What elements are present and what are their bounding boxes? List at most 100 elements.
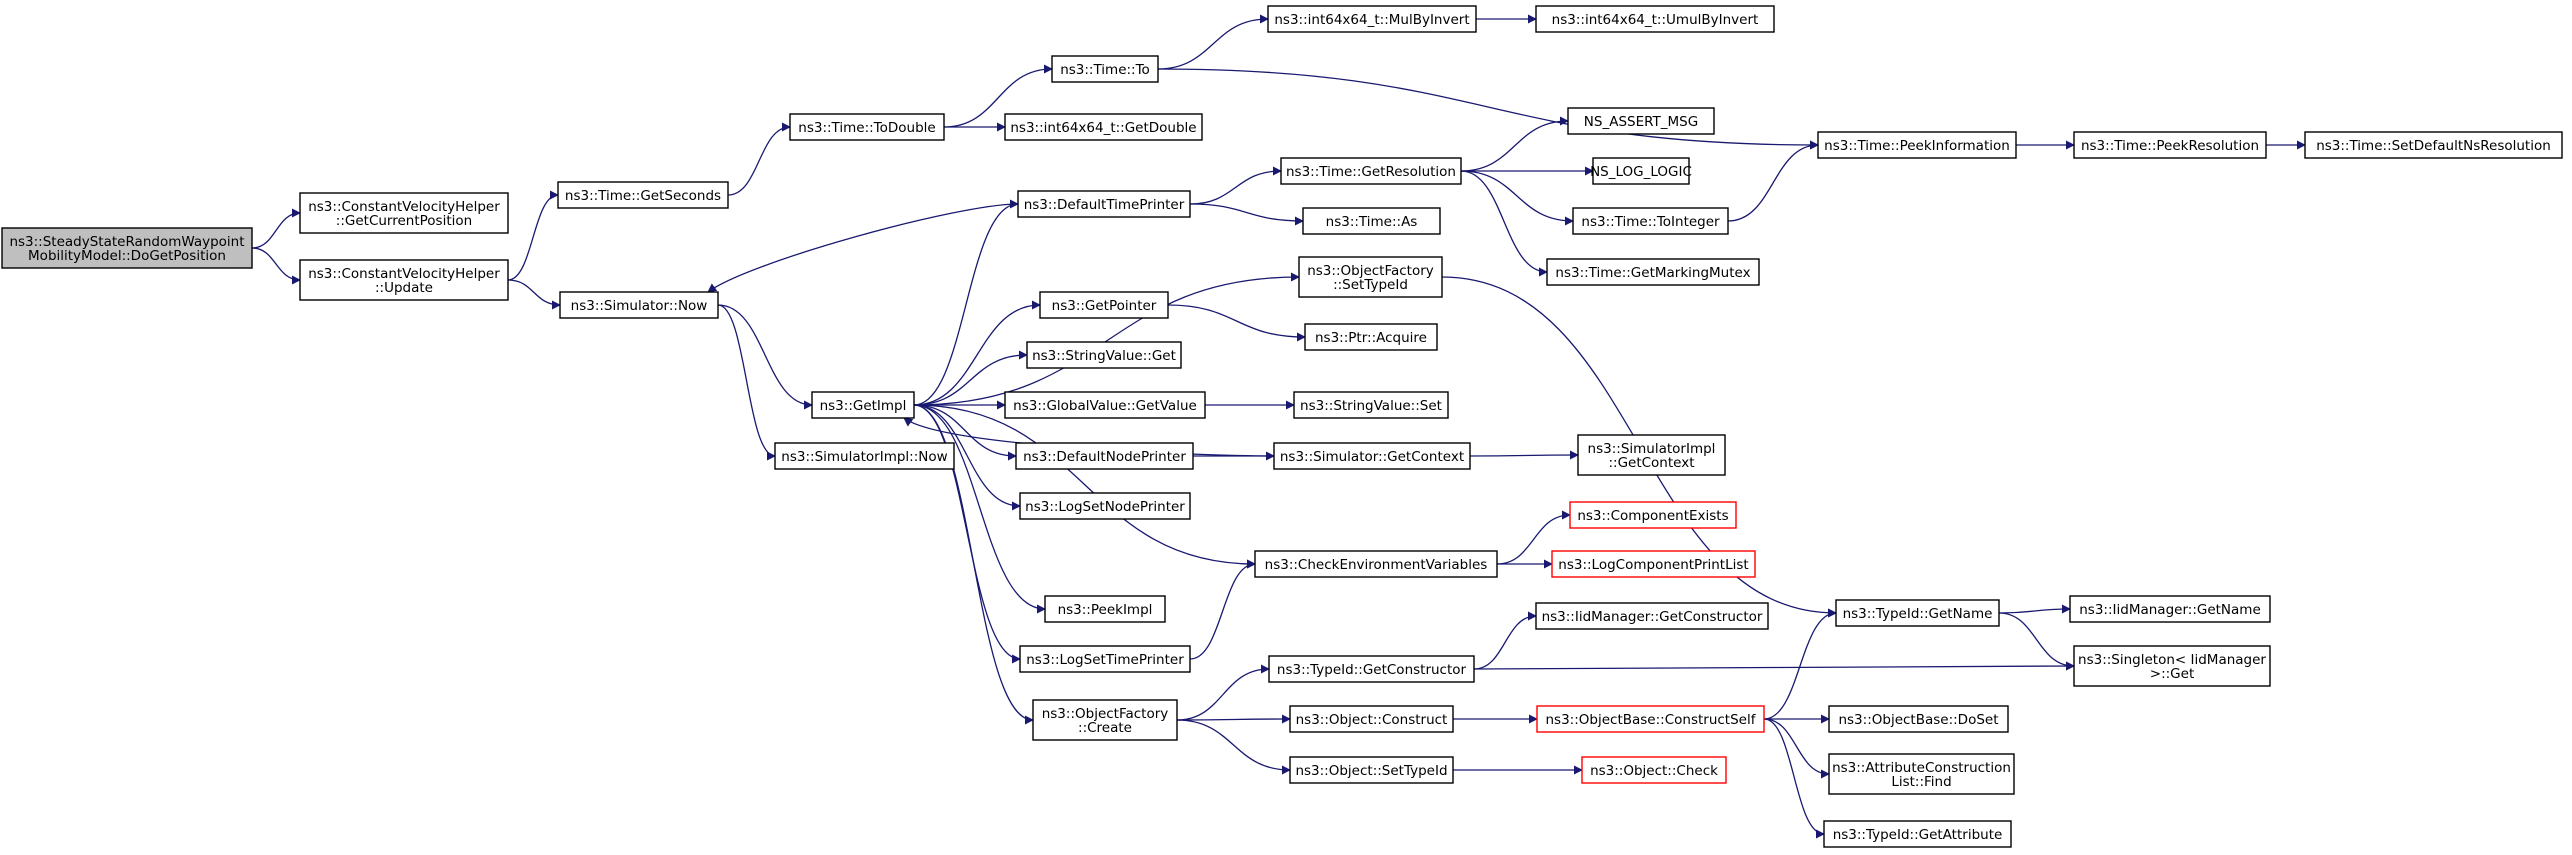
node-box [2073,131,2267,159]
node-logsettimeprinter[interactable]: ns3::LogSetTimePrinter [1019,645,1191,673]
node-label: ns3::Time::PeekInformation [1824,138,2010,154]
node-box [1551,550,1756,578]
node-sim-getcontext[interactable]: ns3::Simulator::GetContext [1273,442,1471,470]
node-label: ns3::TypeId::GetConstructor [1277,662,1467,678]
edge-objbase-constructself-to-attrconstr-find [1763,718,1830,779]
node-default-node-printer[interactable]: ns3::DefaultNodePrinter [1015,442,1194,470]
node-label: MobilityModel::DoGetPosition [28,248,226,264]
node-box [2069,595,2271,623]
node-iidmgr-getname[interactable]: ns3::IidManager::GetName [2069,595,2271,623]
node-box [1567,107,1715,135]
node-root[interactable]: ns3::SteadyStateRandomWaypointMobilityMo… [1,227,253,269]
node-time-getres[interactable]: ns3::Time::GetResolution [1280,157,1462,185]
node-label: >::Get [2150,666,2194,682]
node-ns-log-logic[interactable]: NS_LOG_LOGIC [1590,157,1692,185]
node-time-peekinfo[interactable]: ns3::Time::PeekInformation [1817,131,2017,159]
node-label: ns3::DefaultNodePrinter [1023,449,1186,465]
node-box [1032,699,1178,741]
node-label: ::SetTypeId [1333,277,1408,293]
node-cvh-gcp[interactable]: ns3::ConstantVelocityHelper::GetCurrentP… [299,192,509,234]
node-label: ns3::IidManager::GetName [2079,602,2261,618]
node-objbase-constructself[interactable]: ns3::ObjectBase::ConstructSelf [1536,705,1765,733]
node-logcomp-printlist[interactable]: ns3::LogComponentPrintList [1551,550,1756,578]
node-i64-getdouble[interactable]: ns3::int64x64_t::GetDouble [1004,113,1203,141]
node-check-env[interactable]: ns3::CheckEnvironmentVariables [1254,550,1498,578]
node-label: ns3::PeekImpl [1058,602,1153,618]
node-box [1051,55,1159,83]
node-label: NS_ASSERT_MSG [1584,114,1698,130]
edge-objfactory-create-to-typeid-getctor [1176,664,1270,721]
node-time-peekres[interactable]: ns3::Time::PeekResolution [2073,131,2267,159]
node-box [1044,595,1166,623]
node-object-check[interactable]: ns3::Object::Check [1581,756,1727,784]
node-label: ns3::GetPointer [1052,298,1157,314]
node-label: ns3::Time::ToDouble [798,120,935,136]
edge-default-time-printer-to-time-getres [1189,166,1282,205]
node-label: ns3::ObjectFactory [1307,263,1434,279]
node-peekimpl[interactable]: ns3::PeekImpl [1044,595,1166,623]
node-box [1546,258,1760,286]
node-getpointer[interactable]: ns3::GetPointer [1039,291,1169,319]
node-singleton-get[interactable]: ns3::Singleton< IidManager>::Get [2073,645,2271,687]
edge-default-time-printer-to-sim-now [707,203,1019,293]
node-component-exists[interactable]: ns3::ComponentExists [1569,501,1737,529]
node-time-to[interactable]: ns3::Time::To [1051,55,1159,83]
node-object-construct[interactable]: ns3::Object::Construct [1289,705,1454,733]
node-label: ns3::Time::SetDefaultNsResolution [2316,138,2551,154]
node-label: ns3::Time::GetSeconds [565,188,721,204]
node-objfactory-settypeid[interactable]: ns3::ObjectFactory::SetTypeId [1298,256,1443,298]
node-simimpl-getcontext[interactable]: ns3::SimulatorImpl::GetContext [1577,434,1726,476]
node-typeid-getctor[interactable]: ns3::TypeId::GetConstructor [1268,655,1475,683]
node-sim-now[interactable]: ns3::Simulator::Now [559,291,719,319]
node-simimpl-now[interactable]: ns3::SimulatorImpl::Now [774,442,955,470]
node-label: ns3::ObjectBase::ConstructSelf [1546,712,1757,728]
node-cvh-upd[interactable]: ns3::ConstantVelocityHelper::Update [299,259,509,301]
node-time-getmarkingmutex[interactable]: ns3::Time::GetMarkingMutex [1546,258,1760,286]
edge-time-getres-to-time-getmarkingmutex [1460,170,1548,277]
node-label: ::Update [375,280,433,296]
node-typeid-getname[interactable]: ns3::TypeId::GetName [1835,599,2000,627]
node-globalvalue-getvalue[interactable]: ns3::GlobalValue::GetValue [1004,391,1206,419]
node-label: ns3::IidManager::GetConstructor [1542,609,1763,625]
node-label: ns3::Object::Construct [1296,712,1448,728]
node-label: NS_LOG_LOGIC [1590,164,1692,180]
edge-default-time-printer-to-time-as [1189,203,1304,226]
edge-getimpl-to-objfactory-settypeid [913,272,1300,406]
node-ns-assert-msg[interactable]: NS_ASSERT_MSG [1567,107,1715,135]
node-label: ns3::ComponentExists [1577,508,1728,524]
edge-getimpl-to-objfactory-create [913,404,1034,725]
node-i64-mulbyinv[interactable]: ns3::int64x64_t::MulByInvert [1267,5,1477,33]
node-objbase-doset[interactable]: ns3::ObjectBase::DoSet [1828,705,2009,733]
edge-getimpl-to-check-env [913,404,1256,569]
node-time-todouble[interactable]: ns3::Time::ToDouble [789,113,945,141]
node-time-getsec[interactable]: ns3::Time::GetSeconds [557,181,729,209]
edge-objfactory-create-to-object-construct [1176,714,1291,724]
node-label: ns3::Simulator::GetContext [1280,449,1464,465]
node-objfactory-create[interactable]: ns3::ObjectFactory::Create [1032,699,1178,741]
node-box [1267,5,1477,33]
node-stringvalue-set[interactable]: ns3::StringValue::Set [1293,391,1449,419]
edge-logsettimeprinter-to-check-env [1189,559,1256,660]
node-time-setdefaultres[interactable]: ns3::Time::SetDefaultNsResolution [2304,131,2563,159]
edge-getimpl-to-stringvalue-get [913,350,1028,406]
node-typeid-getattr[interactable]: ns3::TypeId::GetAttribute [1823,820,2012,848]
node-getimpl[interactable]: ns3::GetImpl [811,391,915,419]
node-object-settypeid[interactable]: ns3::Object::SetTypeId [1289,756,1454,784]
node-box [557,181,729,209]
node-i64-umulbyinv[interactable]: ns3::int64x64_t::UmulByInvert [1535,5,1775,33]
node-box [811,391,915,419]
node-logsetnodeprinter[interactable]: ns3::LogSetNodePrinter [1019,492,1191,520]
node-iidmgr-getctor[interactable]: ns3::IidManager::GetConstructor [1535,602,1769,630]
node-label: ns3::int64x64_t::MulByInvert [1274,12,1469,28]
edge-sim-getcontext-to-simimpl-getcontext [1469,450,1579,460]
edge-getpointer-to-ptr-acquire [1167,304,1306,342]
node-stringvalue-get[interactable]: ns3::StringValue::Get [1026,341,1182,369]
edge-check-env-to-component-exists [1496,510,1571,565]
node-time-tointeger[interactable]: ns3::Time::ToInteger [1572,207,1729,235]
node-time-as[interactable]: ns3::Time::As [1302,207,1441,235]
node-ptr-acquire[interactable]: ns3::Ptr::Acquire [1304,323,1438,351]
node-label: ns3::TypeId::GetAttribute [1833,827,2003,843]
node-label: ns3::GlobalValue::GetValue [1013,398,1197,414]
node-default-time-printer[interactable]: ns3::DefaultTimePrinter [1017,190,1191,218]
